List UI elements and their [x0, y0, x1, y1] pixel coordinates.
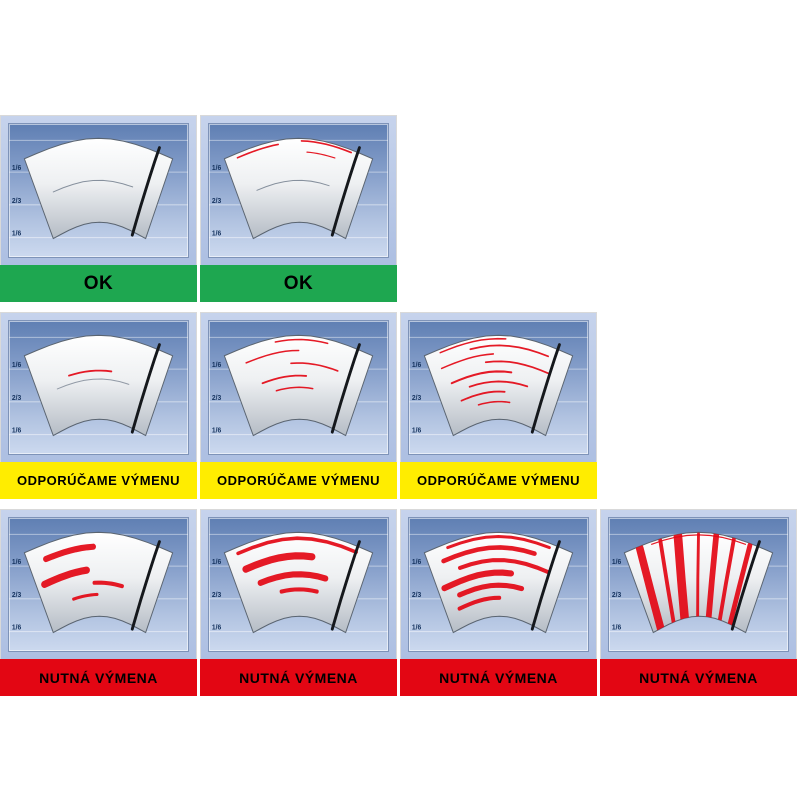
wiper-sweep-illustration: 1/6 2/3 1/6 — [209, 334, 388, 437]
photo-panel: 1/6 2/3 1/6 — [400, 509, 597, 659]
wiper-photo: 1/6 2/3 1/6 — [208, 517, 389, 652]
status-label-required: NUTNÁ VÝMENA — [600, 659, 797, 696]
wiper-photo: 1/6 2/3 1/6 — [408, 320, 589, 455]
scale-label: 1/6 — [212, 624, 221, 631]
scale-label: 2/3 — [412, 592, 421, 599]
wiper-sweep-illustration: 1/6 2/3 1/6 — [9, 137, 188, 240]
wiper-blade — [330, 540, 361, 631]
scale-label: 1/6 — [412, 427, 421, 434]
wiper-blade — [530, 343, 561, 434]
scale-label: 1/6 — [212, 362, 221, 369]
scale-label: 2/3 — [12, 198, 21, 205]
wiper-photo: 1/6 2/3 1/6 — [8, 517, 189, 652]
wear-streaks — [56, 369, 130, 390]
scale-label: 1/6 — [212, 427, 221, 434]
wiper-sweep-illustration: 1/6 2/3 1/6 — [609, 531, 788, 634]
scale-label: 1/6 — [412, 362, 421, 369]
wiper-blade — [330, 343, 361, 434]
scale-label: 2/3 — [212, 395, 221, 402]
wear-streaks — [245, 338, 339, 392]
status-label-required: NUTNÁ VÝMENA — [400, 659, 597, 696]
wiper-sweep-illustration: 1/6 2/3 1/6 — [209, 531, 388, 634]
scale-label: 1/6 — [212, 230, 221, 237]
scale-label: 1/6 — [212, 559, 221, 566]
status-label-recommend: ODPORÚČAME VÝMENU — [400, 462, 597, 499]
wiper-sweep-area — [223, 137, 374, 240]
photo-panel: 1/6 2/3 1/6 — [600, 509, 797, 659]
photo-panel: 1/6 2/3 1/6 — [0, 115, 197, 265]
wear-streaks — [236, 140, 353, 191]
status-label-required: NUTNÁ VÝMENA — [200, 659, 397, 696]
photo-panel: 1/6 2/3 1/6 — [0, 312, 197, 462]
wiper-photo: 1/6 2/3 1/6 — [208, 320, 389, 455]
wiper-photo: 1/6 2/3 1/6 — [408, 517, 589, 652]
wiper-photo: 1/6 2/3 1/6 — [608, 517, 789, 652]
scale-label: 1/6 — [12, 230, 21, 237]
scale-label: 1/6 — [12, 362, 21, 369]
wiper-sweep-illustration: 1/6 2/3 1/6 — [409, 334, 588, 437]
scale-label: 1/6 — [12, 427, 21, 434]
photo-panel: 1/6 2/3 1/6 — [200, 509, 397, 659]
status-label-ok: OK — [200, 265, 397, 302]
wiper-blade — [130, 343, 161, 434]
wiper-sweep-area — [23, 334, 174, 437]
wear-streaks — [635, 532, 753, 633]
scale-label: 1/6 — [612, 559, 621, 566]
wiper-sweep-area — [223, 334, 374, 437]
wiper-blade — [530, 540, 561, 631]
wiper-blade — [730, 540, 761, 631]
status-label-recommend: ODPORÚČAME VÝMENU — [200, 462, 397, 499]
wiper-blade — [130, 146, 161, 237]
scale-label: 2/3 — [212, 198, 221, 205]
wear-streaks — [441, 534, 551, 611]
wiper-blade — [130, 540, 161, 631]
scale-label: 1/6 — [12, 559, 21, 566]
wear-streaks — [439, 337, 550, 406]
wiper-sweep-illustration: 1/6 2/3 1/6 — [9, 334, 188, 437]
wiper-sweep-illustration: 1/6 2/3 1/6 — [9, 531, 188, 634]
scale-label: 1/6 — [612, 624, 621, 631]
photo-panel: 1/6 2/3 1/6 — [200, 115, 397, 265]
wiper-photo: 1/6 2/3 1/6 — [208, 123, 389, 258]
wiper-sweep-area — [23, 137, 174, 240]
photo-panel: 1/6 2/3 1/6 — [400, 312, 597, 462]
status-label-ok: OK — [0, 265, 197, 302]
wear-streaks — [41, 543, 124, 601]
wiper-sweep-area — [223, 531, 374, 634]
scale-label: 2/3 — [412, 395, 421, 402]
photo-panel: 1/6 2/3 1/6 — [200, 312, 397, 462]
scale-label: 1/6 — [412, 624, 421, 631]
wiper-photo: 1/6 2/3 1/6 — [8, 123, 189, 258]
scale-label: 1/6 — [212, 165, 221, 172]
scale-label: 1/6 — [412, 559, 421, 566]
wiper-sweep-illustration: 1/6 2/3 1/6 — [209, 137, 388, 240]
wiper-sweep-illustration: 1/6 2/3 1/6 — [409, 531, 588, 634]
status-label-recommend: ODPORÚČAME VÝMENU — [0, 462, 197, 499]
scale-label: 2/3 — [12, 592, 21, 599]
wiper-photo: 1/6 2/3 1/6 — [8, 320, 189, 455]
scale-label: 2/3 — [612, 592, 621, 599]
scale-label: 2/3 — [12, 395, 21, 402]
wear-streaks — [52, 179, 134, 193]
scale-label: 1/6 — [12, 165, 21, 172]
wiper-blade — [330, 146, 361, 237]
scale-label: 2/3 — [212, 592, 221, 599]
scale-label: 1/6 — [12, 624, 21, 631]
photo-panel: 1/6 2/3 1/6 — [0, 509, 197, 659]
status-label-required: NUTNÁ VÝMENA — [0, 659, 197, 696]
wear-streaks — [236, 536, 358, 594]
